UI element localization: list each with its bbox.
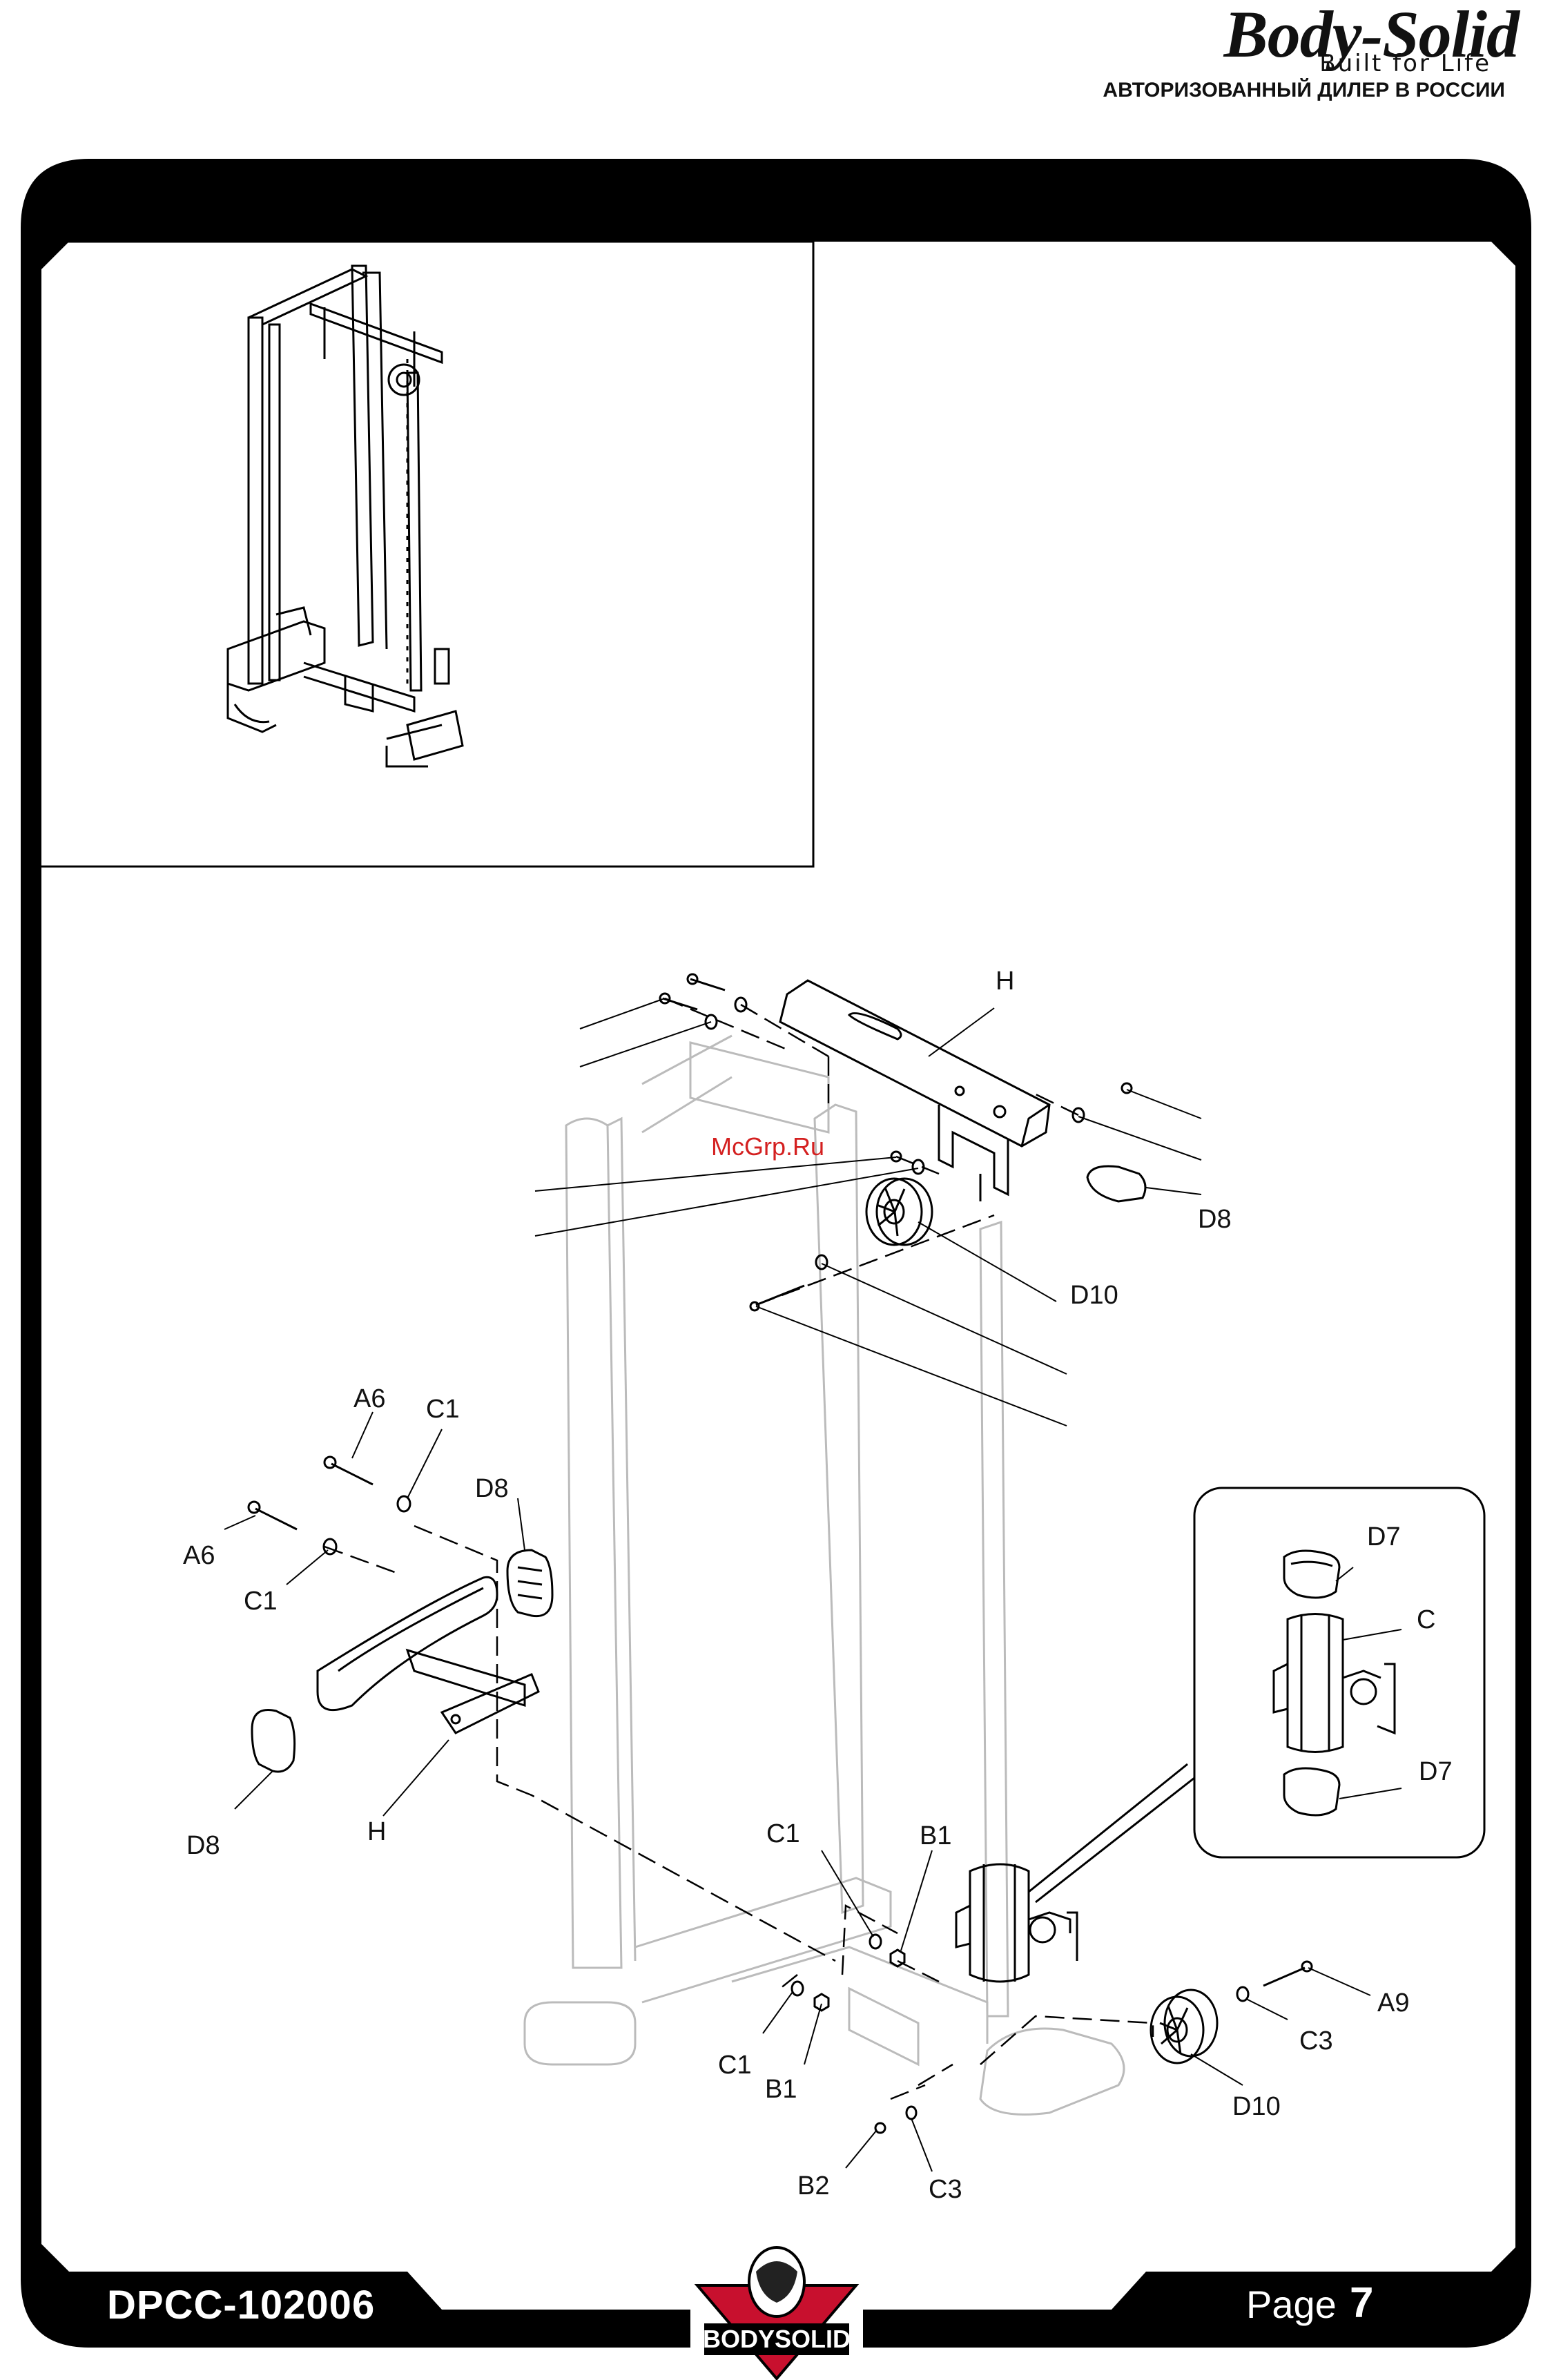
label-c1-base-top: C1: [766, 1819, 800, 1849]
bodysolid-emblem: BODYSOLID: [690, 2244, 863, 2380]
label-d10-top: D10: [1070, 1281, 1118, 1310]
label-c3-bottom: C3: [929, 2175, 962, 2205]
watermark: McGrp.Ru: [711, 1132, 824, 1161]
brand-tagline: Built for Life: [1319, 50, 1491, 77]
inset-machine-overview: [228, 266, 463, 766]
label-c1-base-bottom: C1: [718, 2051, 752, 2080]
brand-header: Body-Solid Built for Life АВТОРИЗОВАННЫЙ…: [1077, 0, 1519, 110]
label-d8-mid: D8: [475, 1474, 509, 1504]
label-a6-upper: A6: [353, 1384, 385, 1414]
emblem-text: BODYSOLID: [703, 2325, 851, 2353]
label-b1-base-top: B1: [920, 1821, 951, 1851]
label-c1-upper: C1: [426, 1395, 460, 1424]
label-c-detail: C: [1417, 1605, 1435, 1635]
document-code: DPCC-102006: [107, 2282, 375, 2328]
label-d7-top: D7: [1367, 1522, 1401, 1552]
page-number: 7: [1350, 2279, 1373, 2328]
label-a6-lower: A6: [183, 1541, 215, 1571]
label-d10-bottom: D10: [1232, 2092, 1281, 2122]
carriage-assembly: [956, 1864, 1077, 1982]
label-d8-right: D8: [1198, 1205, 1232, 1235]
label-d8-left: D8: [186, 1831, 220, 1861]
dealer-note: АВТОРИЗОВАННЫЙ ДИЛЕР В РОССИИ: [1103, 79, 1505, 102]
label-b2: B2: [797, 2171, 829, 2201]
label-d7-bottom: D7: [1419, 1757, 1453, 1787]
label-c1-lower: C1: [244, 1587, 278, 1616]
left-handle-bracket: [318, 1577, 539, 1733]
label-h-left: H: [367, 1817, 386, 1847]
label-b1-base-bottom: B1: [765, 2075, 797, 2105]
page-label: Page: [1246, 2282, 1337, 2327]
label-c3-right: C3: [1299, 2026, 1333, 2056]
label-a9: A9: [1377, 1989, 1409, 2018]
label-h-top: H: [996, 967, 1014, 996]
